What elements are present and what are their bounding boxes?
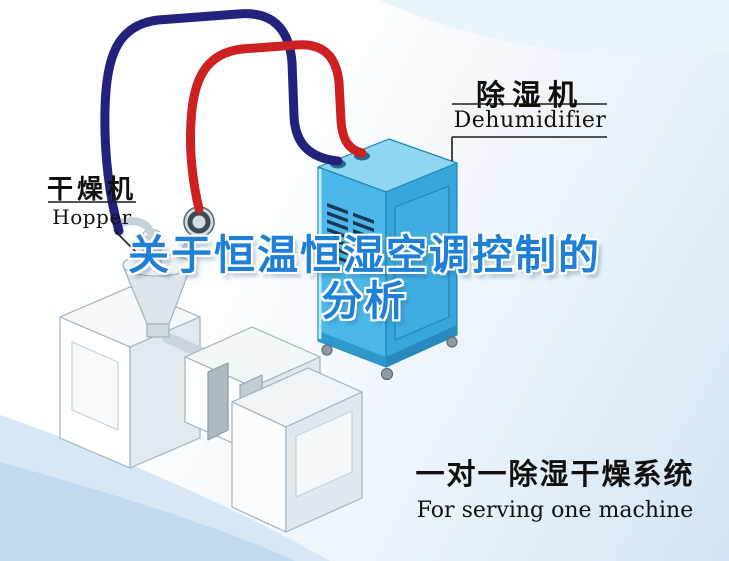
main-title: 关于恒温恒湿空调控制的 分析 bbox=[0, 231, 729, 325]
caption-zh: 一对一除湿干燥系统 bbox=[415, 457, 695, 491]
main-title-line2: 分析 bbox=[321, 276, 408, 325]
bottom-caption: 一对一除湿干燥系统 For serving one machine bbox=[400, 451, 710, 523]
vent-slots bbox=[327, 203, 374, 274]
supply-air-hose-icon bbox=[185, 40, 367, 214]
hopper-label-en: Hopper bbox=[52, 205, 132, 229]
caster-wheels bbox=[321, 336, 458, 381]
callout-lines bbox=[48, 103, 607, 261]
blower-fan-icon bbox=[177, 206, 215, 259]
dehumidifier-label-zh: 除湿机 bbox=[475, 78, 584, 112]
hopper-leader bbox=[113, 229, 145, 261]
return-air-hose-icon bbox=[100, 9, 343, 236]
main-title-line1: 关于恒温恒湿空调控制的 bbox=[128, 231, 601, 279]
door-handle bbox=[439, 251, 445, 257]
hopper-dryer-cone-icon bbox=[113, 217, 192, 338]
dehumidifier-label-en: Dehumidifier bbox=[453, 108, 607, 133]
dehumidifier-cabinet-icon bbox=[317, 138, 458, 381]
cabinet-door bbox=[394, 185, 450, 341]
hopper-label-zh: 干燥机 bbox=[46, 175, 137, 205]
injection-molding-machine-icon bbox=[59, 206, 363, 533]
caption-en: For serving one machine bbox=[416, 498, 694, 523]
